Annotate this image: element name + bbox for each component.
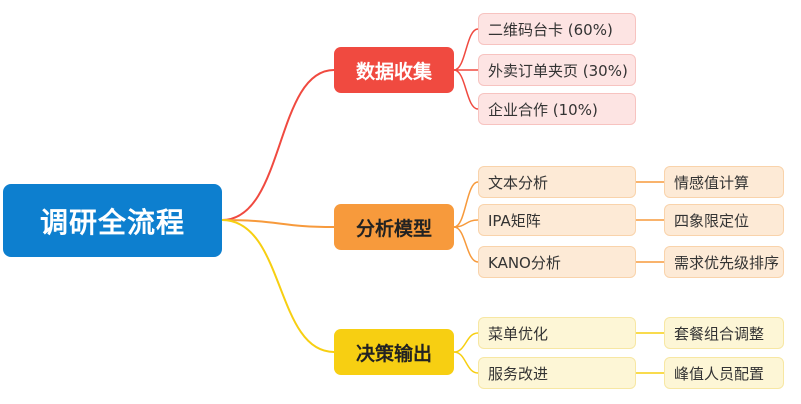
root-label: 调研全流程 <box>39 205 185 239</box>
leaf-label: IPA矩阵 <box>488 211 541 230</box>
leaf-node-ipa-matrix[interactable]: IPA矩阵 <box>478 204 636 236</box>
leaf-node-qr-table-card[interactable]: 二维码台卡 (60%) <box>478 13 636 45</box>
leaf-node-enterprise-cooperation[interactable]: 企业合作 (10%) <box>478 93 636 125</box>
leaf-label: 情感值计算 <box>674 173 750 192</box>
connector-b2-leaf-1 <box>453 181 479 228</box>
leaf-label: 外卖订单夹页 (30%) <box>488 61 628 80</box>
leaf-node-kano-analysis[interactable]: KANO分析 <box>478 246 636 278</box>
leaf-node-takeout-insert[interactable]: 外卖订单夹页 (30%) <box>478 54 636 86</box>
leaf-node-sentiment-calc[interactable]: 情感值计算 <box>664 166 784 198</box>
leaf-node-menu-optimization[interactable]: 菜单优化 <box>478 317 636 349</box>
leaf-node-text-analysis[interactable]: 文本分析 <box>478 166 636 198</box>
branch-label: 数据收集 <box>355 60 432 83</box>
connector-b2-leaf-2 <box>453 219 479 228</box>
leaf-label: 套餐组合调整 <box>674 324 765 343</box>
root-node[interactable]: 调研全流程 <box>3 184 222 257</box>
leaf-label: 企业合作 (10%) <box>488 100 598 119</box>
connector-root-branch-3 <box>221 219 335 353</box>
leaf-label: 二维码台卡 (60%) <box>488 20 613 39</box>
connector-root-branch-2 <box>221 219 335 228</box>
leaf-node-service-improvement[interactable]: 服务改进 <box>478 357 636 389</box>
connector-root-branch-1 <box>221 69 335 221</box>
branch-label: 决策输出 <box>355 342 432 365</box>
leaf-label: 峰值人员配置 <box>674 364 765 383</box>
branch-node-decision-output[interactable]: 决策输出 <box>334 329 454 375</box>
leaf-node-priority-ranking[interactable]: 需求优先级排序 <box>664 246 784 278</box>
connector-b1-leaf-3 <box>453 69 479 110</box>
branch-node-analysis-model[interactable]: 分析模型 <box>334 204 454 250</box>
connector-b2-leaf-3 <box>453 226 479 263</box>
leaf-label: 四象限定位 <box>674 211 750 230</box>
leaf-label: 菜单优化 <box>488 324 549 343</box>
leaf-node-quadrant-positioning[interactable]: 四象限定位 <box>664 204 784 236</box>
leaf-node-peak-staffing[interactable]: 峰值人员配置 <box>664 357 784 389</box>
leaf-label: KANO分析 <box>488 253 561 272</box>
branch-label: 分析模型 <box>355 217 432 240</box>
leaf-label: 需求优先级排序 <box>674 253 780 272</box>
leaf-label: 文本分析 <box>488 173 549 192</box>
connector-b3-leaf-2 <box>453 351 479 374</box>
connector-b3-leaf-1 <box>453 332 479 353</box>
leaf-label: 服务改进 <box>488 364 549 383</box>
connector-b1-leaf-1 <box>453 28 479 71</box>
branch-node-data-collection[interactable]: 数据收集 <box>334 47 454 93</box>
leaf-node-combo-adjustment[interactable]: 套餐组合调整 <box>664 317 784 349</box>
